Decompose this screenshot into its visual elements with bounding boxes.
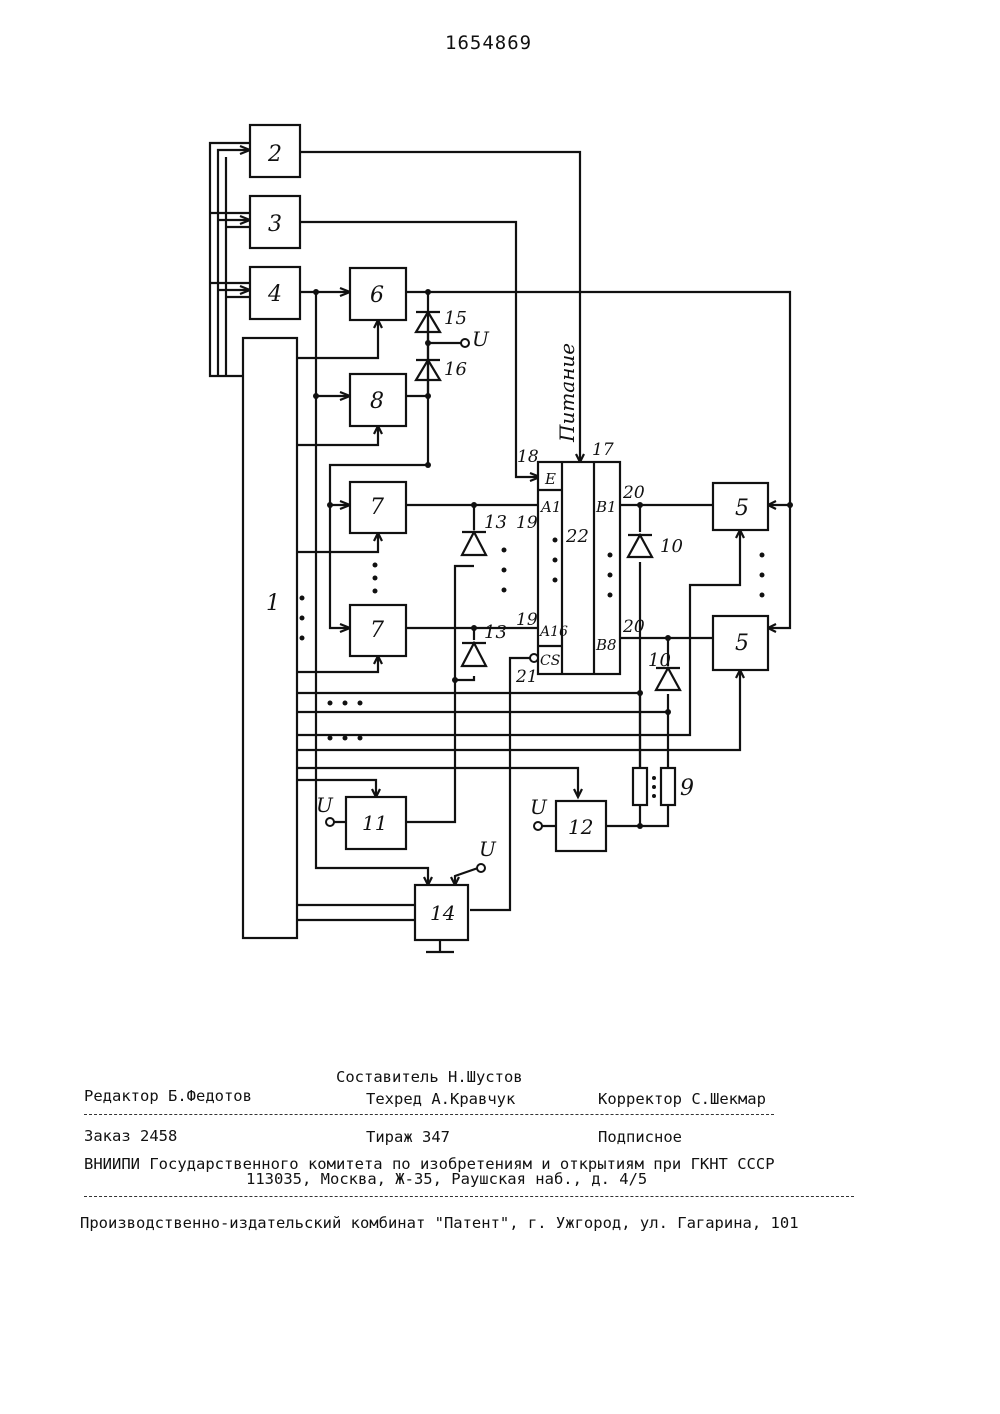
label-block-11: 11 — [362, 811, 387, 835]
label-block-9: 9 — [680, 776, 694, 801]
label-pin-B8: B8 — [595, 636, 617, 654]
label-pin-CS: CS — [540, 653, 560, 669]
order: Заказ 2458 — [84, 1127, 177, 1145]
label-supply-U3: U — [530, 795, 548, 819]
label-block-7b: 7 — [370, 618, 384, 643]
label-block-12: 12 — [568, 815, 593, 839]
label-block-7a: 7 — [370, 495, 384, 520]
label-terminal-19a: 19 — [516, 513, 538, 533]
label-terminal-17: 17 — [592, 440, 614, 460]
divider — [84, 1114, 774, 1115]
label-terminal-20b: 20 — [622, 617, 645, 637]
label-chip-22: 22 — [565, 526, 589, 547]
diagram-labels: 1 2 3 4 5 5 6 7 7 8 9 11 12 14 22 10 10 … — [266, 142, 749, 925]
label-supply-U4: U — [479, 837, 497, 861]
label-block-6: 6 — [370, 283, 384, 308]
circulation: Тираж 347 — [366, 1128, 450, 1146]
composer: Составитель Н.Шустов — [336, 1068, 523, 1086]
label-diode-10a: 10 — [660, 536, 683, 557]
label-block-8: 8 — [370, 389, 384, 414]
label-terminal-21: 21 — [515, 667, 538, 687]
label-block-3: 3 — [268, 212, 282, 237]
divider — [84, 1196, 854, 1197]
label-diode-16: 16 — [444, 359, 467, 380]
label-pin-A1: A1 — [539, 498, 561, 516]
label-block-4: 4 — [267, 282, 282, 307]
address: 113035, Москва, Ж-35, Раушская наб., д. … — [246, 1170, 647, 1188]
label-terminal-20a: 20 — [622, 483, 645, 503]
label-diode-13b: 13 — [484, 622, 507, 643]
label-supply-U1: U — [472, 327, 490, 351]
label-supply-U2: U — [316, 793, 334, 817]
subscription: Подписное — [598, 1128, 682, 1146]
label-diode-15: 15 — [444, 308, 467, 329]
label-block-5a: 5 — [735, 496, 749, 521]
label-pin-B1: B1 — [595, 498, 617, 516]
techred: Техред А.Кравчук — [366, 1090, 515, 1108]
label-block-1: 1 — [266, 591, 280, 616]
label-terminal-18: 18 — [517, 447, 539, 467]
circuit-diagram: 1 2 3 4 5 5 6 7 7 8 9 11 12 14 22 10 10 … — [0, 0, 1000, 1000]
label-power: Питание — [555, 343, 579, 443]
label-block-14: 14 — [430, 901, 455, 925]
label-block-5b: 5 — [735, 631, 749, 656]
printer: Производственно-издательский комбинат "П… — [80, 1214, 799, 1232]
label-terminal-19b: 19 — [516, 610, 538, 630]
label-pin-A16: A16 — [538, 624, 568, 640]
label-diode-13a: 13 — [484, 512, 507, 533]
label-pin-E: E — [544, 470, 556, 488]
corrector: Корректор С.Шекмар — [598, 1090, 766, 1108]
label-diode-10b: 10 — [648, 650, 671, 671]
label-block-2: 2 — [267, 142, 282, 167]
editor: Редактор Б.Федотов — [84, 1087, 252, 1105]
